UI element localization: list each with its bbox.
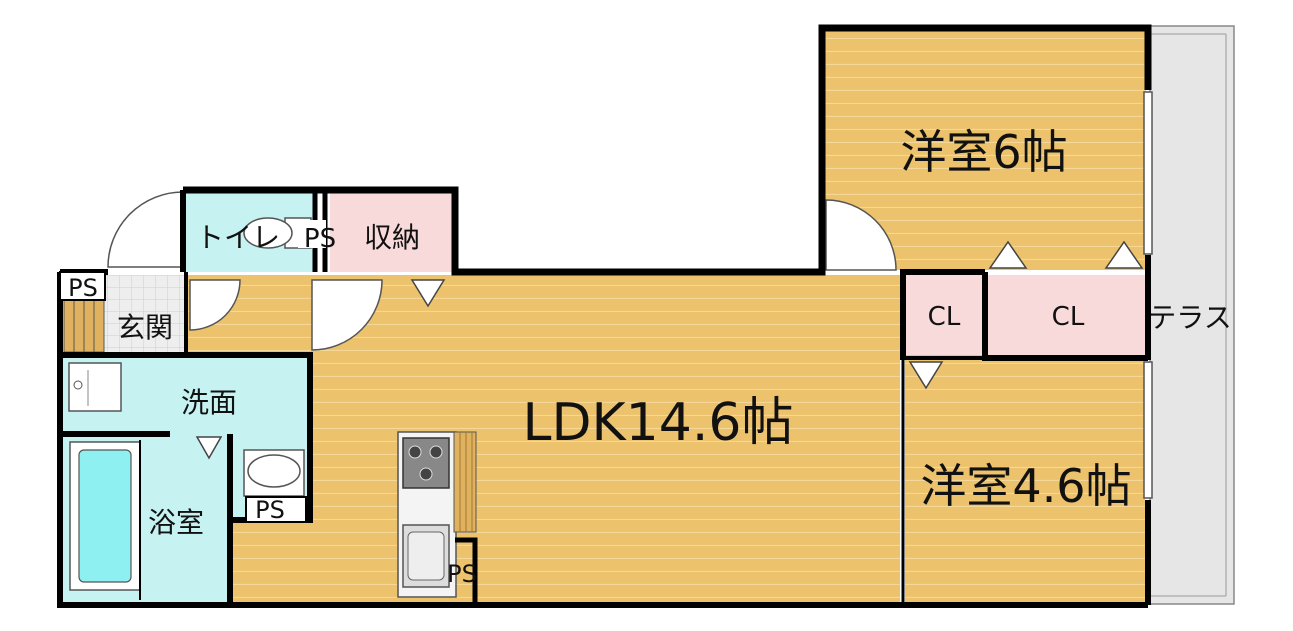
entrance-ps-label: PS	[68, 274, 98, 302]
storage-floor	[330, 190, 453, 272]
entrance-label: 玄関	[117, 311, 173, 344]
washing-machine-icon	[68, 362, 122, 412]
storage-label: 収納	[364, 221, 420, 254]
wash-basin-icon	[243, 449, 305, 497]
western-room-4-6-label: 洋室4.6帖	[920, 459, 1131, 513]
toilet-label: トイレ	[196, 221, 280, 254]
western-room-6-label: 洋室6帖	[900, 125, 1067, 179]
walls	[57, 24, 1152, 608]
opening-markers	[195, 240, 1144, 460]
door-swings	[107, 191, 897, 351]
ldk-label: LDK14.6帖	[523, 393, 794, 453]
closet-small-floor	[905, 275, 983, 355]
toilet-ps-label: PS	[304, 224, 336, 254]
kitchen-ps-label: PS	[447, 560, 477, 588]
bathroom-label: 浴室	[148, 506, 204, 539]
terrace-area	[1149, 25, 1235, 605]
closet-small-label: CL	[928, 302, 961, 332]
washroom-label: 洗面	[181, 386, 237, 419]
stove-icon	[402, 437, 450, 489]
closet-large-floor	[988, 275, 1146, 355]
bathtub-icon	[69, 441, 141, 591]
washroom-ps-label: PS	[255, 496, 285, 524]
sink-icon	[402, 524, 450, 588]
closet-large-label: CL	[1052, 302, 1085, 332]
western-room-4-6-floor	[905, 355, 1145, 605]
terrace-windows	[1143, 91, 1153, 499]
terrace-label: テラス	[1148, 301, 1231, 334]
